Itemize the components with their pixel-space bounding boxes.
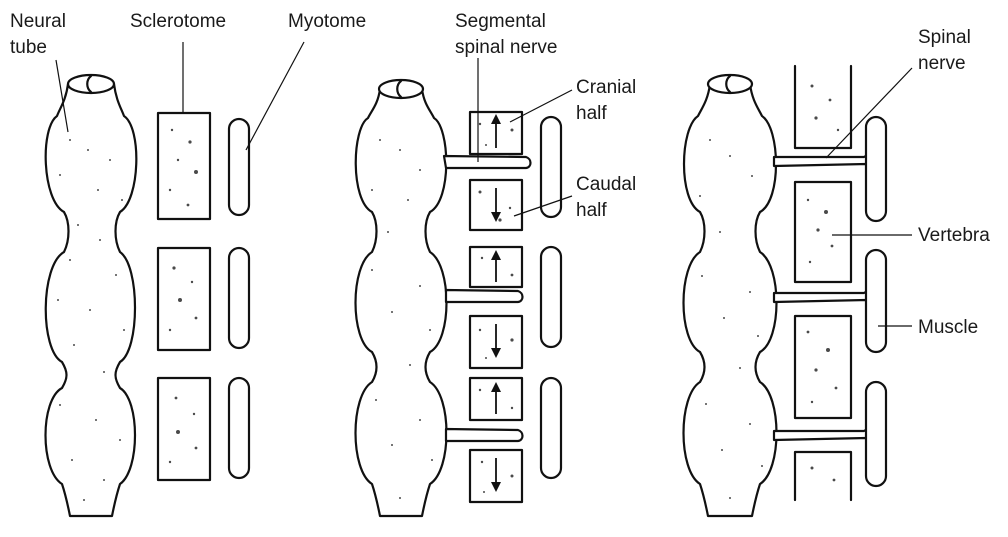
neural-tube-opening-1	[68, 75, 114, 93]
label-cranial-line1: Cranial	[576, 77, 636, 98]
label-caudal-line1: Caudal	[576, 174, 636, 195]
sclerotome-halves-2	[470, 112, 522, 502]
neural-tube-2	[356, 89, 447, 516]
muscle-bars	[866, 117, 886, 486]
label-spinal-line1: Spinal	[918, 27, 971, 48]
neural-tube-1	[46, 84, 137, 516]
label-cranial-line2: half	[576, 103, 607, 124]
panel-2-resegmentation	[356, 58, 573, 516]
myotome-leader	[246, 42, 304, 150]
label-sclerotome: Sclerotome	[130, 11, 226, 32]
label-caudal-line2: half	[576, 200, 607, 221]
cranial-half-leader	[510, 90, 572, 122]
panel-3-adult-pattern	[684, 66, 913, 516]
label-segmental-line2: spinal nerve	[455, 37, 557, 58]
sclerotome-blocks-1	[158, 113, 210, 480]
label-segmental-line1: Segmental	[455, 11, 546, 32]
myotome-bars-1	[229, 119, 249, 478]
label-neural-tube-line2: tube	[10, 37, 47, 58]
neural-tube-opening-3	[708, 75, 752, 93]
label-neural-tube-line1: Neural	[10, 11, 66, 32]
label-vertebra: Vertebra	[918, 225, 990, 246]
neural-tube-3	[684, 84, 777, 516]
myotome-bars-2	[541, 117, 561, 478]
label-spinal-line2: nerve	[918, 53, 966, 74]
label-muscle: Muscle	[918, 317, 978, 338]
panel-1-early-embryo	[46, 42, 305, 516]
neural-tube-opening-2	[379, 80, 423, 98]
label-myotome: Myotome	[288, 11, 366, 32]
